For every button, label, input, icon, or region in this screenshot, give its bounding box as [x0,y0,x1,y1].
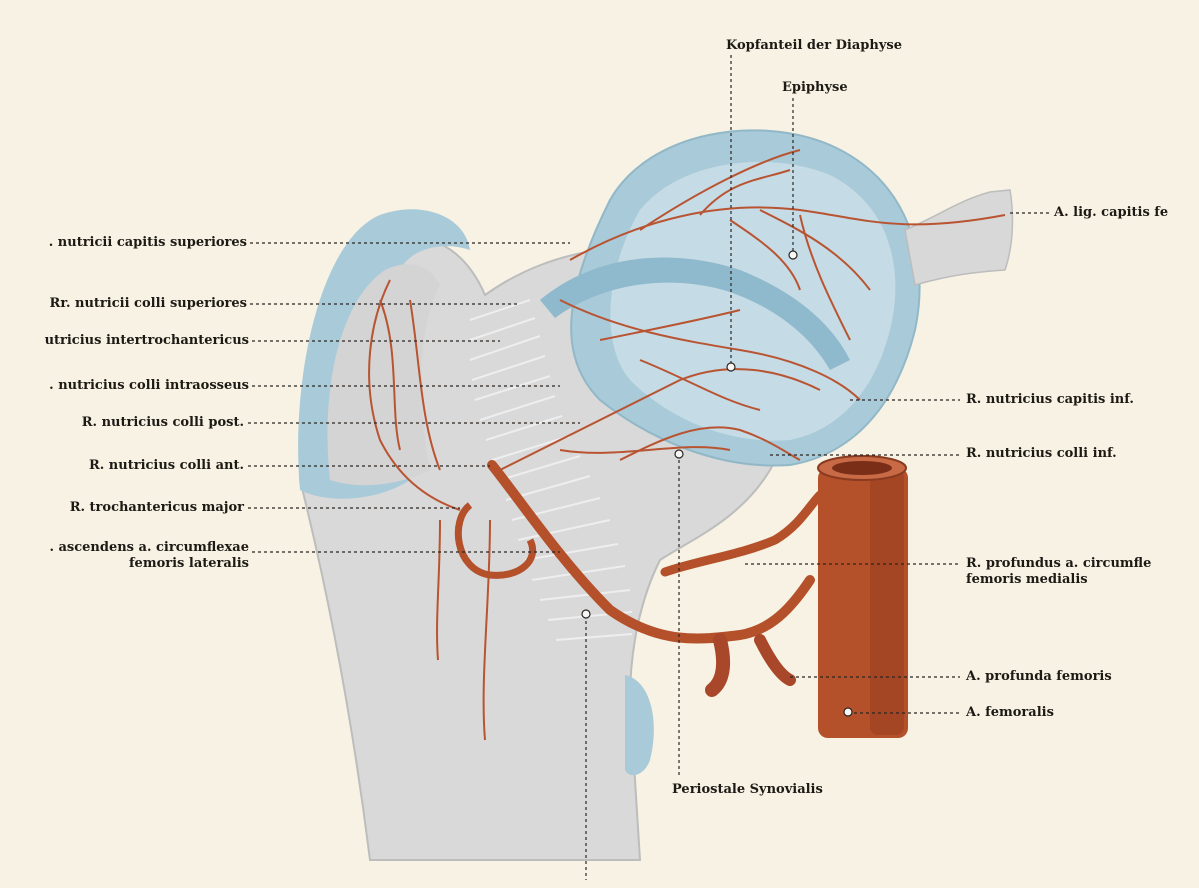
label-ascendens-1: . ascendens a. circumflexae [49,540,249,555]
label-colli-inf: R. nutricius colli inf. [966,446,1117,461]
label-intertrochantericus: utricius intertrochantericus [44,333,249,348]
label-ascendens-2: femoris lateralis [128,556,249,571]
trochanteric-loop [454,502,536,579]
profunda-femoris-stub [705,633,731,697]
label-colli-post: R. nutricius colli post. [81,415,244,430]
arterial-branches [368,149,1006,741]
label-periostale: Periostale Synovialis [672,782,823,797]
femoral-artery-opening [832,461,892,475]
leader-lines [248,55,1050,880]
label-epiphyse: Epiphyse [782,80,848,95]
label-colli-intraosseus: . nutricius colli intraosseus [49,378,249,393]
label-colli-ant: R. nutricius colli ant. [88,458,244,473]
profundus-branch [660,490,825,577]
label-profundus-1: R. profundus a. circumfle [966,556,1152,571]
ligamentum-capitis [904,189,1014,286]
label-lig-capitis: A. lig. capitis fe [1054,205,1169,220]
label-femoralis: A. femoralis [966,705,1054,720]
femoral-artery-shade [870,470,904,735]
growth-plate [540,257,850,370]
periosteal-striations [469,299,633,641]
label-capitis-inf: R. nutricius capitis inf. [966,392,1134,407]
profunda-stub-2 [754,634,796,686]
circumflex-artery [487,460,815,644]
label-trochantericus-major: R. trochantericus major [69,500,244,515]
label-profunda-femoris: A. profunda femoris [966,669,1112,684]
label-markers [581,250,853,717]
label-nutricii-colli-sup: Rr. nutricii colli superiores [49,296,247,311]
label-kopfanteil: Kopfanteil der Diaphyse [726,38,902,53]
label-nutricii-capitis-sup: . nutricii capitis superiores [48,235,247,250]
label-profundus-2: femoris medialis [966,572,1088,587]
lesser-trochanter-cartilage [625,675,654,776]
